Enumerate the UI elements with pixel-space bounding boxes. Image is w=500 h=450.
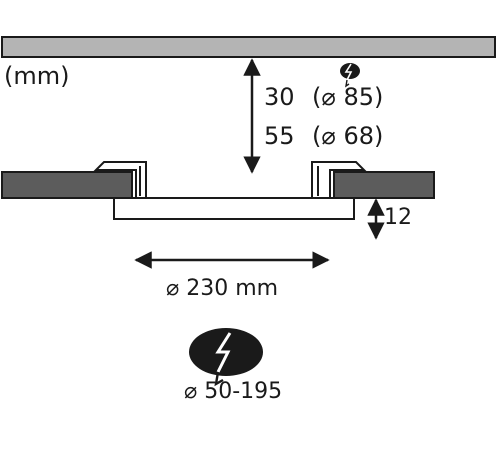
height-label: 12 <box>384 205 412 230</box>
unit-label: (mm) <box>4 62 69 90</box>
depth-spec-2-diameter: (⌀ 68) <box>312 122 383 150</box>
depth-spec-1-value: 30 <box>264 83 295 111</box>
depth-spec-1-diameter: (⌀ 85) <box>312 83 383 111</box>
ceiling-board-left <box>1 171 133 199</box>
depth-spec-2-value: 55 <box>264 122 295 150</box>
cutout-label: ⌀ 50-195 <box>184 379 282 404</box>
small-drill-icon <box>340 63 360 88</box>
ceiling-slab <box>1 36 496 58</box>
diameter-label: ⌀ 230 mm <box>166 276 278 301</box>
ceiling-board-right <box>333 171 435 199</box>
drill-hole-icon <box>189 328 263 387</box>
panel-light <box>113 197 355 220</box>
